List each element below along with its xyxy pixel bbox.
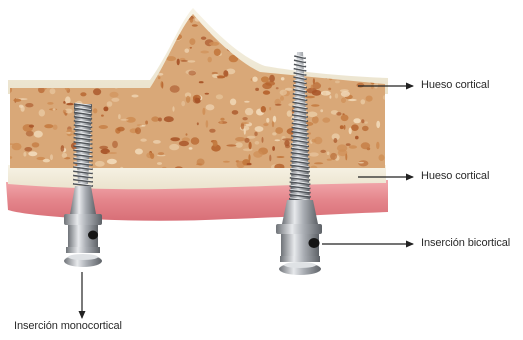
label-top-cortical: Hueso cortical — [421, 79, 489, 91]
label-monocortical: Inserción monocortical — [14, 320, 122, 332]
label-bottom-cortical: Hueso cortical — [421, 170, 489, 182]
label-bicortical: Inserción bicortical — [421, 237, 510, 249]
cancellous-bone — [6, 9, 388, 172]
